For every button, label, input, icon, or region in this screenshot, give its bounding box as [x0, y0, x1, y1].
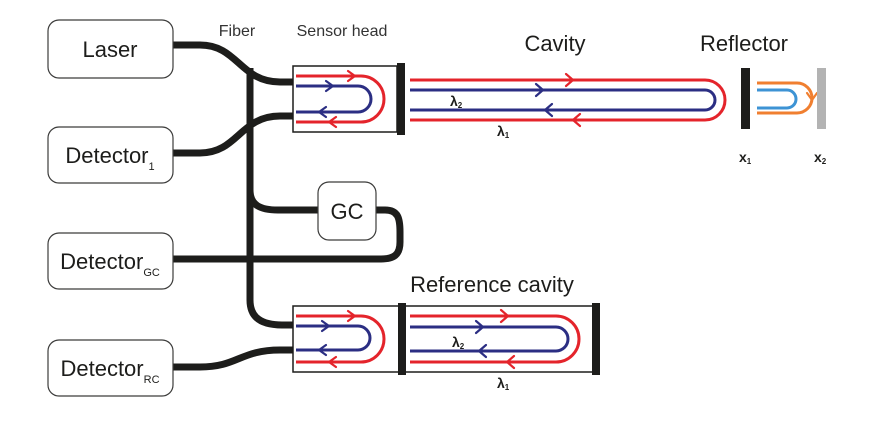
detector-rc-label: DetectorRC — [60, 356, 159, 386]
reference-cavity-lambda-1-symbol: λ — [497, 375, 505, 391]
detector-gc-box: DetectorGC — [47, 232, 174, 290]
reference-cavity-lambda-2-forward-arrow — [474, 319, 485, 335]
cavity-lambda-2-sub: 2 — [458, 101, 463, 110]
fiber-detector-1-to-sensor-head — [173, 112, 293, 157]
cavity-lambda-1-label: λ1 — [497, 123, 510, 140]
sensor-head-label: Sensor head — [297, 23, 388, 40]
reference-cavity-lambda-1-return-arrow — [505, 354, 516, 370]
reference-cavity-lambda-1-forward-arrow — [499, 308, 510, 324]
detector-rc-box-frame — [47, 339, 174, 397]
detector-gc-label-main: Detector — [60, 249, 143, 274]
sensor-head-lambda-1-forward-arrow — [346, 69, 357, 83]
cavity-label: Cavity — [524, 31, 585, 56]
reference-cavity-lambda-2-beam — [410, 325, 570, 353]
x2-symbol: x — [814, 149, 822, 165]
sensor-head-lambda-1-beam — [296, 74, 386, 124]
reference-head-lambda-1-beam — [296, 314, 386, 364]
fiber-gc-to-detector-gc — [173, 206, 404, 263]
sensor-head-end-face — [397, 63, 405, 135]
cavity-lambda-1-forward-arrow — [564, 72, 575, 88]
reference-head-lambda-1-forward-arrow — [346, 309, 357, 323]
laser-label: Laser — [82, 37, 137, 62]
detector-1-box: Detector1 — [47, 126, 174, 184]
detector-1-box-frame — [47, 126, 174, 184]
cavity-lambda-1-symbol: λ — [497, 123, 505, 139]
detector-1-label-main: Detector — [65, 143, 148, 168]
laser-box-frame — [47, 19, 174, 79]
reflector-at-x1 — [741, 68, 750, 129]
detector-rc-box: DetectorRC — [47, 339, 174, 397]
sensor-head — [292, 63, 405, 135]
detector-1-label-sub: 1 — [149, 161, 155, 173]
x1-symbol: x — [739, 149, 747, 165]
cavity-lambda-1-sub: 1 — [505, 131, 510, 140]
laser-box: Laser — [47, 19, 174, 79]
detector-rc-label-sub: RC — [144, 374, 160, 386]
detector-gc-label-sub: GC — [143, 267, 160, 279]
x1-sub: 1 — [747, 157, 752, 166]
fiber-laser-to-sensor-head — [173, 41, 293, 86]
x2-label: x2 — [814, 149, 827, 166]
detector-gc-box-frame — [47, 232, 174, 290]
sensor-head-lambda-2-forward-arrow — [324, 79, 335, 93]
sensor-head-lambda-2-beam — [296, 84, 373, 114]
reference-cavity-lambda-2-symbol: λ — [452, 334, 460, 350]
cavity-lambda-2-forward-arrow — [534, 82, 545, 98]
reflector: x1 x2 — [739, 68, 827, 166]
reference-cavity-lambda-2-label: λ2 — [452, 334, 465, 351]
gc-box: GC — [317, 181, 377, 241]
reference-cavity-lambda-2-sub: 2 — [460, 342, 465, 351]
cavity-lambda-2-symbol: λ — [450, 93, 458, 109]
detector-gc-label: DetectorGC — [60, 249, 160, 279]
cavity-lambda-2-beam — [410, 88, 717, 112]
reference-cavity-lambda-2-return-arrow — [477, 343, 488, 359]
x1-label: x1 — [739, 149, 752, 166]
detector-rc-label-main: Detector — [60, 356, 143, 381]
cavity-lambda-2-label: λ2 — [450, 93, 463, 110]
reference-head-lambda-2-beam — [296, 324, 372, 352]
fiber-trunk — [246, 68, 293, 329]
reference-cavity-label: Reference cavity — [410, 272, 574, 297]
sensor-head-lambda-1-return-arrow — [327, 115, 338, 129]
reference-cavity: λ2 λ1 — [292, 303, 600, 392]
shifted-lambda-2-beam — [757, 88, 798, 110]
fiber-branch-to-gc — [246, 189, 318, 214]
fiber-label: Fiber — [219, 23, 256, 40]
reference-cavity-end-mirror — [592, 303, 600, 375]
reflector-at-x2 — [817, 68, 826, 129]
reference-cavity-lambda-1-sub: 1 — [505, 383, 510, 392]
reference-cavity-lambda-1-beam — [410, 314, 581, 364]
reference-head-lambda-2-return-arrow — [317, 343, 328, 357]
sensor-head-lambda-2-return-arrow — [317, 105, 328, 119]
cavity-lambda-1-beam — [410, 78, 727, 122]
reference-cavity-divider — [398, 303, 406, 375]
cavity: λ2 λ1 — [410, 72, 727, 140]
cavity-lambda-2-return-arrow — [543, 102, 554, 118]
reflector-label: Reflector — [700, 31, 788, 56]
detector-1-label: Detector1 — [65, 143, 154, 173]
fiber-detector-rc-to-reference-head — [173, 346, 293, 371]
reference-head-lambda-1-return-arrow — [327, 355, 338, 369]
gc-box-frame — [317, 181, 377, 241]
reference-head-lambda-2-forward-arrow — [320, 319, 331, 333]
x2-sub: 2 — [822, 157, 827, 166]
fibers — [173, 41, 404, 371]
gc-label: GC — [331, 199, 364, 224]
cavity-lambda-1-return-arrow — [571, 112, 582, 128]
reference-cavity-lambda-1-label: λ1 — [497, 375, 510, 392]
shifted-beam-arrow — [805, 91, 819, 102]
